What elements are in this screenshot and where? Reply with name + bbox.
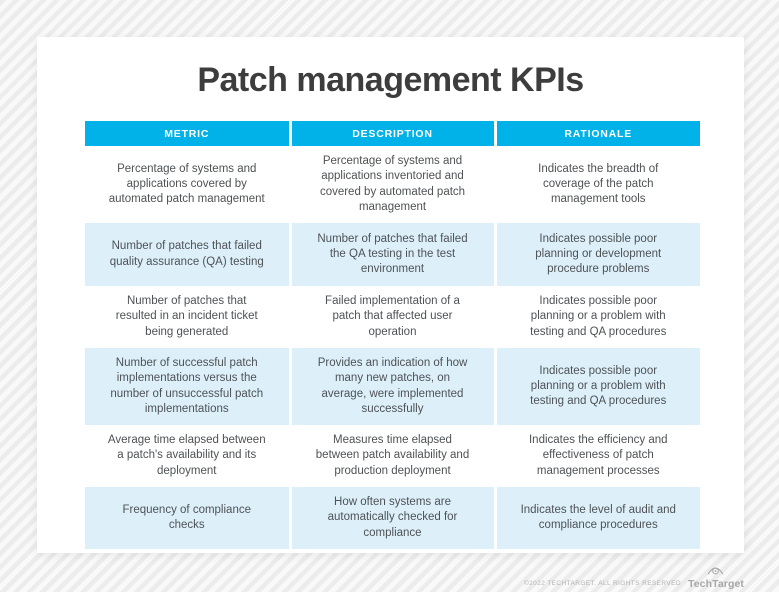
techtarget-wordmark: TechTarget [687,578,744,590]
metric-cell: Number of patches that resulted in an in… [115,295,258,338]
page-title: Patch management KPIs [197,61,584,99]
table-row: Average time elapsed between a patch's a… [85,425,700,487]
description-cell: Number of patches that failed the QA tes… [288,223,495,287]
table-row: Number of patches that resulted in an in… [85,286,700,348]
rationale-cell: Indicates possible poor planning or deve… [493,223,700,287]
copyright-text: ©2022 TECHTARGET. ALL RIGHTS RESERVED [523,579,681,587]
kpi-table: METRIC DESCRIPTION RATIONALE Percentage … [85,121,700,549]
metric-cell: Average time elapsed between a patch's a… [107,434,266,477]
metric-cell: Frequency of compliance checks [85,486,290,549]
table-row: Frequency of compliance checks How often… [85,486,700,549]
footer: ©2022 TECHTARGET. ALL RIGHTS RESERVED Te… [524,563,744,590]
table-row: Number of successful patch implementatio… [85,347,700,426]
description-cell: Percentage of systems and applications i… [288,146,495,224]
column-header-rationale: RATIONALE [493,121,700,146]
metric-cell: Percentage of systems and applications c… [108,162,265,206]
table-row: Number of patches that failed quality as… [85,223,700,287]
rationale-cell: Indicates possible poor planning or a pr… [493,347,700,426]
rationale-cell: Indicates possible poor planning or a pr… [493,286,700,348]
rationale-cell: Indicates the breadth of coverage of the… [493,146,700,224]
description-cell: Measures time elapsed between patch avai… [288,425,495,487]
description-cell: Failed implementation of a patch that af… [288,286,495,348]
infographic-card: Patch management KPIs METRIC DESCRIPTION… [37,37,744,553]
table-header-row: METRIC DESCRIPTION RATIONALE [85,121,700,146]
description-cell: Provides an indication of how many new p… [288,347,495,426]
techtarget-eye-icon [707,563,724,579]
table-row: Percentage of systems and applications c… [85,146,700,224]
metric-cell: Number of successful patch implementatio… [85,347,290,426]
metric-cell: Number of patches that failed quality as… [85,223,290,287]
rationale-cell: Indicates the efficiency and effectivene… [493,425,700,487]
techtarget-logo: TechTarget [688,563,744,590]
column-header-description: DESCRIPTION [288,121,495,146]
description-cell: How often systems are automatically chec… [288,486,495,549]
rationale-cell: Indicates the level of audit and complia… [493,486,700,549]
column-header-metric: METRIC [85,121,290,146]
